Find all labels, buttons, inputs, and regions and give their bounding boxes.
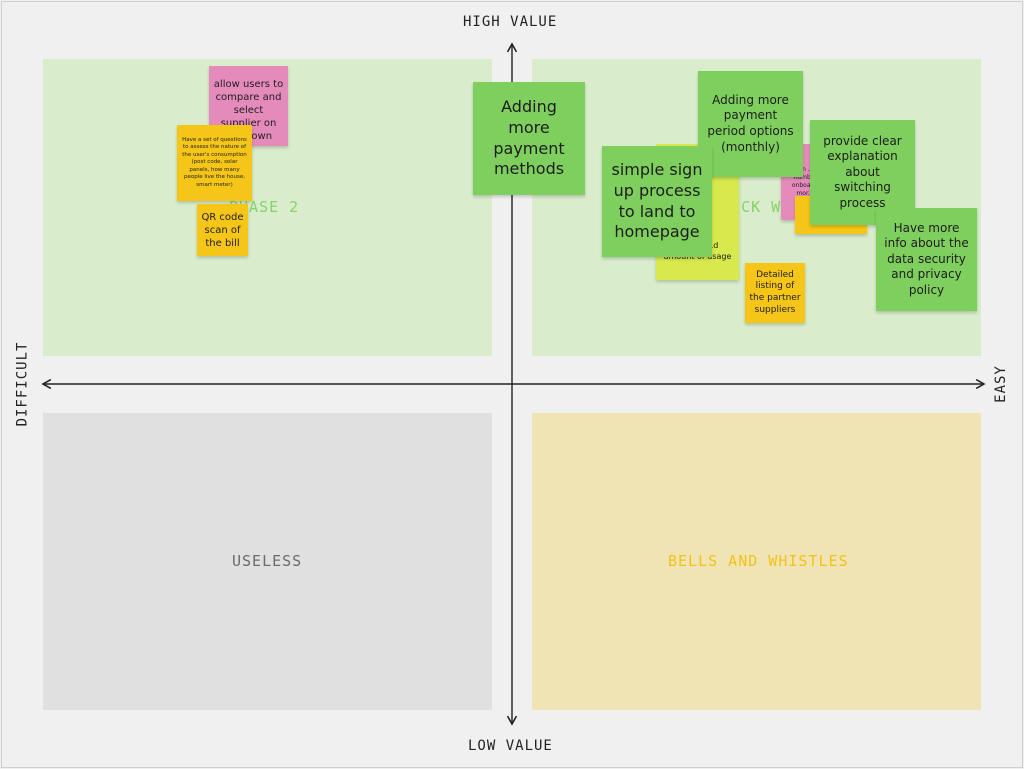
- sticky-note-text: Adding more payment methods: [493, 96, 565, 179]
- sticky-note-text: QR code scan of the bill: [201, 211, 244, 249]
- sticky-note-payment-period[interactable]: Adding more payment period options (mont…: [698, 71, 803, 177]
- sticky-note-consumption-questions[interactable]: Have a set of questions to assess the na…: [177, 125, 252, 201]
- sticky-note-text: Detailed listing of the partner supplier…: [749, 269, 801, 315]
- sticky-note-data-security[interactable]: Have more info about the data security a…: [876, 208, 977, 311]
- sticky-note-text: Have more info about the data security a…: [884, 220, 969, 297]
- sticky-note-text: Adding more payment period options (mont…: [707, 92, 794, 154]
- sticky-note-text: ...n ... numb... onboar... mor...: [791, 166, 819, 197]
- quadrant-label-bells-and-whistles: BELLS AND WHISTLES: [668, 552, 849, 570]
- quadrant-label-useless: USELESS: [232, 552, 303, 570]
- quadrant-bells-and-whistles: [532, 413, 981, 710]
- sticky-note-switching-process[interactable]: provide clear explanation about switchin…: [810, 120, 915, 225]
- axis-label-high-value: HIGH VALUE: [463, 14, 558, 30]
- sticky-note-text: provide clear explanation about switchin…: [823, 133, 902, 210]
- axis-label-difficult: DIFFICULT: [14, 341, 31, 427]
- sticky-note-text: simple sign up process to land to homepa…: [611, 159, 703, 242]
- sticky-note-payment-methods[interactable]: Adding more payment methods: [473, 82, 585, 195]
- sticky-note-simple-signup[interactable]: simple sign up process to land to homepa…: [602, 146, 712, 257]
- sticky-note-partner-listing[interactable]: Detailed listing of the partner supplier…: [745, 263, 805, 323]
- quadrant-useless: [43, 413, 492, 710]
- axis-label-low-value: LOW VALUE: [468, 738, 553, 754]
- sticky-note-qr-code[interactable]: QR code scan of the bill: [197, 204, 248, 256]
- sticky-note-text: Have a set of questions to assess the na…: [182, 137, 247, 188]
- axis-label-easy: EASY: [992, 365, 1009, 403]
